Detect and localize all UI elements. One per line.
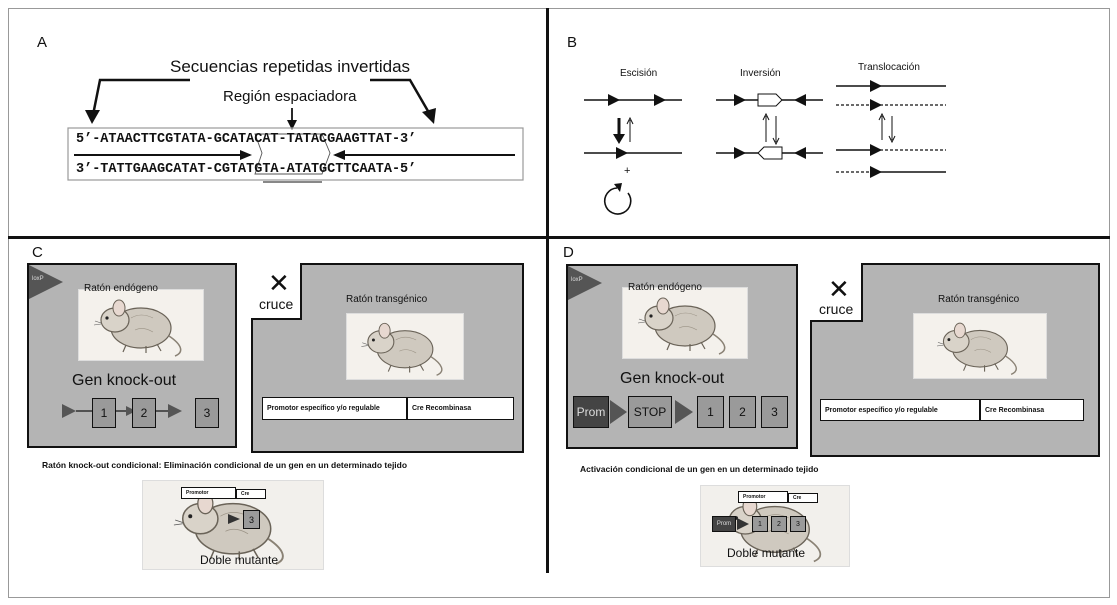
knockout-title: Gen knock-out (72, 372, 177, 389)
transgenic-mouse-image (346, 313, 464, 380)
excision-label: Escisión (620, 68, 658, 79)
loxp-site (870, 144, 882, 156)
panel-b-label: B (567, 34, 578, 51)
mini-cre-box: Cre (788, 493, 818, 503)
spacer-bracket (254, 133, 331, 175)
cross-label: cruce (259, 296, 294, 312)
loxp-corner-flag (29, 265, 63, 299)
panel-d-caption: Activación condicional de un gen en un d… (580, 464, 819, 474)
inverted-segment (757, 146, 783, 160)
horizontal-divider (8, 236, 1110, 239)
prom-box: Prom (573, 396, 609, 428)
loxp-site (608, 94, 620, 106)
loxp-site (870, 80, 882, 92)
endogenous-mouse-label: Ratón endógeno (84, 283, 158, 294)
loxp-site (734, 94, 746, 106)
plus-sign: + (624, 165, 631, 177)
figure-frame (8, 8, 1110, 598)
stop-box: STOP (628, 396, 672, 428)
exon-box: 2 (729, 396, 756, 428)
promoter-box: Promotor específico y/o regulable (262, 397, 407, 420)
panel-c-caption: Ratón knock-out condicional: Eliminación… (42, 460, 408, 470)
loxp-site (794, 94, 806, 106)
exon-box: 1 (92, 398, 116, 428)
mini-loxp-icon (228, 514, 240, 524)
cre-recombinase-box: Cre Recombinasa (980, 399, 1084, 421)
sequence-bottom-strand: 3’-TATTGAAGCATAT-CGTATGTA-ATATGCTTCAATA-… (76, 162, 417, 177)
mini-exon-box: 3 (243, 510, 260, 529)
right-repeat-arrow (370, 78, 434, 119)
knockout-title: Gen knock-out (620, 370, 725, 387)
panel-a-label: A (37, 34, 48, 51)
loxp-site (870, 166, 882, 178)
inverted-segment (757, 93, 783, 107)
loxp-tag: loxP (32, 276, 44, 282)
mini-prom-box: Prom (712, 516, 736, 532)
spacer-region-label: Región espaciadora (223, 88, 357, 105)
loxp-tag: loxP (571, 277, 583, 283)
panel-c-label: C (32, 244, 43, 261)
endogenous-mouse-image (78, 289, 204, 361)
mini-promoter-box: Promotor (738, 491, 788, 503)
loxp-site (794, 147, 806, 159)
panel-d-label: D (563, 244, 574, 261)
loxp-site (616, 147, 628, 159)
stop-cassette-loxp (610, 400, 693, 424)
mini-loxp-icon (737, 518, 749, 530)
inverted-repeats-title: Secuencias repetidas invertidas (170, 57, 411, 76)
mini-exon-box: 3 (790, 516, 806, 532)
transgenic-mouse-image (913, 313, 1047, 379)
exon-box: 3 (195, 398, 219, 428)
exon-box: 2 (132, 398, 156, 428)
mini-exon-box: 2 (771, 516, 787, 532)
cre-recombinase-box: Cre Recombinasa (407, 397, 514, 420)
sequence-top-strand: 5’-ATAACTTCGTATA-GCATACAT-TATACGAAGTTAT-… (76, 132, 417, 147)
left-repeat-arrow (90, 78, 190, 121)
mini-exon-box: 1 (752, 516, 768, 532)
mini-promoter-box: Promotor (181, 487, 236, 499)
panel-a-arrows (67, 78, 524, 183)
double-mutant-label: Doble mutante (200, 553, 279, 567)
cross-label: cruce (819, 301, 854, 317)
translocation-label: Translocación (858, 62, 920, 73)
transgenic-mouse-label: Ratón transgénico (346, 294, 428, 305)
knockout-gene-construct (62, 404, 182, 418)
cross-icon: ✕ (268, 268, 290, 298)
recombination-diagrams (584, 80, 946, 215)
mini-cre-box: Cre (236, 489, 266, 499)
transgenic-mouse-label: Ratón transgénico (938, 294, 1020, 305)
double-mutant-label: Doble mutante (727, 546, 806, 560)
vertical-divider (546, 8, 549, 573)
endogenous-mouse-image (622, 287, 748, 359)
cross-icon: ✕ (828, 274, 850, 304)
sequence-box (67, 127, 524, 181)
loxp-site (734, 147, 746, 159)
loxp-corner-flag (568, 266, 602, 300)
excised-circle (603, 187, 632, 215)
loxp-site (654, 94, 666, 106)
inversion-label: Inversión (740, 68, 781, 79)
endogenous-mouse-label: Ratón endógeno (628, 282, 702, 293)
promoter-box: Promotor específico y/o regulable (820, 399, 980, 421)
loxp-site (870, 99, 882, 111)
exon-box: 3 (761, 396, 788, 428)
exon-box: 1 (697, 396, 724, 428)
